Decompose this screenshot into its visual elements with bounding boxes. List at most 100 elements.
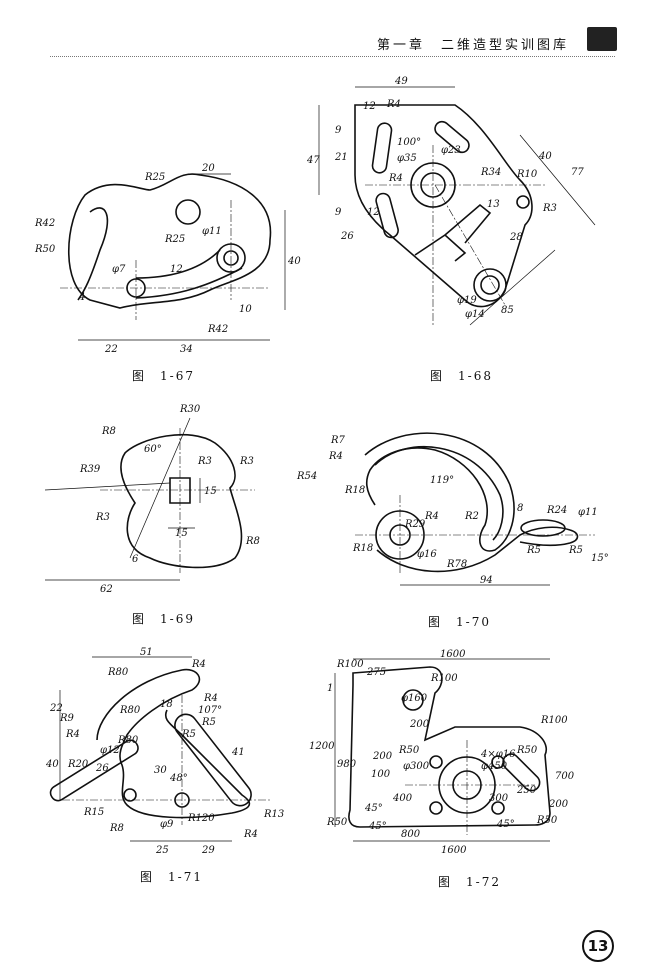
dim-label: 12 xyxy=(170,264,183,275)
dim-label: R80 xyxy=(107,667,129,678)
figure-caption: 图 1-68 xyxy=(430,369,493,383)
dim-label: R50 xyxy=(34,244,56,255)
dim-label: R2 xyxy=(464,511,479,522)
chapter-title: 第一章 二维造型实训图库 xyxy=(376,38,569,53)
figure-caption: 图 1-69 xyxy=(132,612,195,626)
dim-label: R34 xyxy=(480,167,501,178)
dim-label: 250 xyxy=(516,785,537,796)
drawing-1-68: 49 12 R4 9 21 47 100° φ23 φ35 R34 40 77 … xyxy=(306,76,596,326)
dim-label: R80 xyxy=(117,735,139,746)
dim-label: 9 xyxy=(335,125,342,136)
dim-label: R29 xyxy=(404,519,426,530)
dim-label: R100 xyxy=(430,673,458,684)
dim-label: R5 xyxy=(181,729,196,740)
dim-label: φ23 xyxy=(441,145,461,156)
dim-label: 1600 xyxy=(440,649,466,660)
dim-label: φ35 xyxy=(397,153,417,164)
dim-label: R3 xyxy=(239,456,254,467)
dim-label: 15° xyxy=(591,553,609,564)
dim-label: R25 xyxy=(144,172,165,183)
dim-label: φ11 xyxy=(202,226,222,237)
drawing-1-70: R7 R4 R54 R18 119° R4 R2 R24 8 φ11 R29 R… xyxy=(296,432,609,586)
dim-label: 1600 xyxy=(441,845,467,856)
dim-label: R4 xyxy=(65,729,80,740)
dim-label: R50 xyxy=(536,815,558,826)
dim-label: R54 xyxy=(296,471,317,482)
header-thumb-tab xyxy=(587,27,617,51)
dim-label: R18 xyxy=(344,485,365,496)
dim-label: R3 xyxy=(197,456,212,467)
drawing-1-72: 1600 R100 275 R100 φ160 1 200 R100 1200 … xyxy=(309,649,575,856)
dim-label: R30 xyxy=(179,404,201,415)
dim-label: 119° xyxy=(430,475,454,486)
dim-label: R24 xyxy=(546,505,567,516)
dim-label: 22 xyxy=(104,344,118,355)
dim-label: R10 xyxy=(516,169,538,180)
figure-1-69: R8 R30 60° R3 R39 R3 15 R3 15 R8 6 62 xyxy=(40,398,280,598)
dim-label: 26 xyxy=(340,231,354,242)
dim-label: φ160 xyxy=(401,693,428,704)
dim-label: 40 xyxy=(287,256,301,267)
figure-1-67: R25 20 R42 R50 R25 φ11 12 φ7 4 40 10 22 … xyxy=(30,160,301,360)
dim-label: R13 xyxy=(263,809,284,820)
drawing-1-69: R8 R30 60° R3 R39 R3 15 R3 15 R8 6 62 xyxy=(44,404,260,595)
dim-label: 275 xyxy=(366,667,386,678)
dim-label: R15 xyxy=(83,807,104,818)
dim-label: φ16 xyxy=(417,549,437,560)
dim-label: 100 xyxy=(371,769,391,780)
dim-label: 85 xyxy=(501,305,514,316)
dim-label: 100° xyxy=(397,137,421,148)
dim-label: φ12 xyxy=(100,745,120,756)
dim-label: 4 xyxy=(78,292,85,303)
figure-1-68: 49 12 R4 9 21 47 100° φ23 φ35 R34 40 77 … xyxy=(305,75,605,355)
dim-label: R4 xyxy=(386,99,401,110)
dim-label: 12 xyxy=(363,101,376,112)
dim-label: R4 xyxy=(388,173,403,184)
dim-label: φ7 xyxy=(112,264,126,275)
dim-label: 12 xyxy=(367,207,380,218)
dim-label: R50 xyxy=(326,817,348,828)
dim-label: R100 xyxy=(336,659,364,670)
dim-label: 200 xyxy=(548,799,569,810)
dim-label: R42 xyxy=(34,218,55,229)
dim-label: 30 xyxy=(154,765,167,776)
dim-label: R9 xyxy=(59,713,75,724)
dim-label: 4×φ16 xyxy=(480,749,516,760)
dim-label: R8 xyxy=(245,536,260,547)
dim-label: 45° xyxy=(496,819,515,830)
dim-label: R80 xyxy=(119,705,141,716)
dim-label: 47 xyxy=(306,155,320,166)
dim-label: R7 xyxy=(330,435,346,446)
dim-label: R5 xyxy=(568,545,583,556)
dim-label: 18 xyxy=(160,699,173,710)
dim-label: R120 xyxy=(187,813,215,824)
dim-label: 107° xyxy=(198,705,222,716)
dim-label: 77 xyxy=(571,167,584,178)
dim-label: 22 xyxy=(49,703,63,714)
header-rule xyxy=(50,56,615,57)
dim-label: 1 xyxy=(327,683,333,694)
dim-label: φ19 xyxy=(457,295,477,306)
dim-label: 45° xyxy=(364,803,383,814)
dim-label: 41 xyxy=(231,747,245,758)
dim-label: R4 xyxy=(191,659,206,670)
dim-label: 15 xyxy=(204,486,217,497)
dim-label: 40 xyxy=(538,151,552,162)
dim-label: 200 xyxy=(372,751,393,762)
dim-label: R39 xyxy=(79,464,101,475)
figure-1-72: 1600 R100 275 R100 φ160 1 200 R100 1200 … xyxy=(305,645,615,860)
dim-label: 15 xyxy=(175,528,188,539)
dim-label: R8 xyxy=(109,823,124,834)
figure-1-70: R7 R4 R54 R18 119° R4 R2 R24 8 φ11 R29 R… xyxy=(295,415,615,595)
dim-label: R50 xyxy=(398,745,420,756)
dim-label: R4 xyxy=(203,693,218,704)
dim-label: 26 xyxy=(95,763,109,774)
dim-label: 25 xyxy=(155,845,169,856)
dim-label: 9 xyxy=(335,207,342,218)
dim-label: 34 xyxy=(180,344,193,355)
drawing-1-67: R25 20 R42 R50 R25 φ11 12 φ7 4 40 10 22 … xyxy=(34,163,301,355)
dim-label: R78 xyxy=(446,559,467,570)
dim-label: R3 xyxy=(95,512,110,523)
dim-label: R100 xyxy=(540,715,568,726)
dim-label: R5 xyxy=(201,717,216,728)
